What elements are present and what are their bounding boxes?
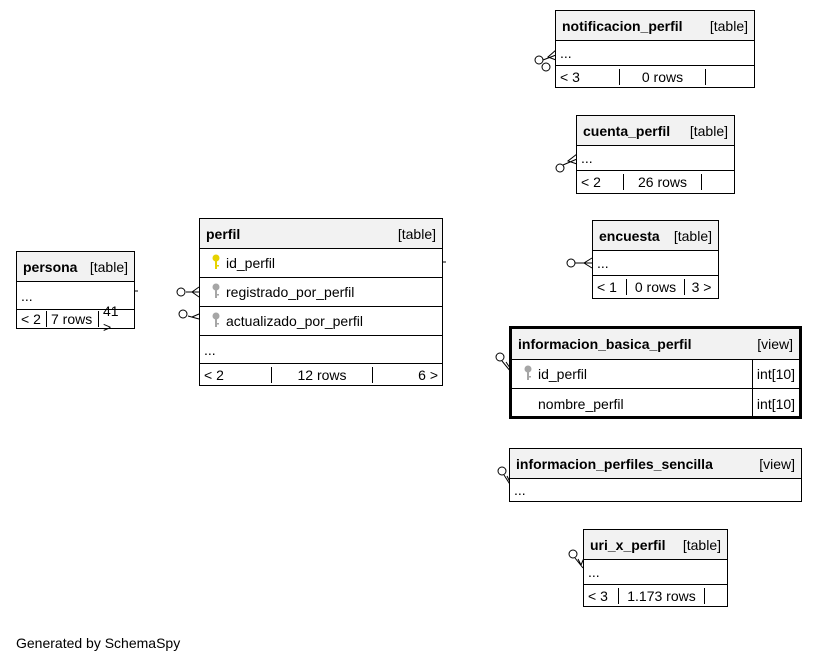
primary-key-icon [206,254,226,273]
table-name: informacion_basica_perfil [518,336,692,352]
column-placeholder: ... [597,255,609,271]
table-kind: [table] [673,227,712,244]
table-uri-x-perfil[interactable]: uri_x_perfil [table] ... < 3 1.173 rows [583,529,728,607]
table-kind: [table] [682,536,721,553]
row-count: 26 rows [624,174,702,190]
parents-link[interactable]: < 2 [17,311,47,327]
row-count: 7 rows [47,311,99,327]
table-cuenta-perfil[interactable]: cuenta_perfil [table] ... < 2 26 rows [576,115,735,194]
table-encuesta[interactable]: encuesta [table] ... < 1 0 rows 3 > [592,220,719,299]
parents-link[interactable]: < 3 [556,68,620,85]
table-notificacion-perfil[interactable]: notificacion_perfil [table] ... < 3 0 ro… [555,10,755,88]
column-name: registrado_por_perfil [226,284,355,300]
column-type: int[10] [756,395,796,412]
column-placeholder: ... [204,341,216,358]
children-link[interactable]: 3 > [691,279,712,295]
table-name: persona [23,258,78,275]
table-kind: [table] [689,122,728,139]
column-name: actualizado_por_perfil [226,313,363,329]
column-placeholder: ... [560,45,572,61]
column-placeholder: ... [581,150,593,166]
children-link[interactable]: 41 > [103,303,119,335]
column-name: nombre_perfil [538,395,624,412]
parents-link[interactable]: < 2 [577,174,624,190]
parents-link[interactable]: < 1 [593,279,627,295]
table-kind: [view] [759,455,795,472]
table-perfil[interactable]: perfil [table] id_perfil registrado_por_… [199,218,443,386]
children-link[interactable]: 6 > [418,366,438,383]
row-count: 12 rows [272,366,373,383]
column-placeholder: ... [21,287,33,304]
parents-link[interactable]: < 2 [200,366,272,383]
column-placeholder: ... [514,482,526,498]
foreign-key-icon [206,283,226,302]
column-placeholder: ... [588,564,600,580]
column-name: id_perfil [538,366,588,382]
table-kind: [table] [89,258,128,275]
table-name: cuenta_perfil [583,122,671,139]
view-informacion-basica-perfil[interactable]: informacion_basica_perfil [view] id_perf… [509,326,802,419]
table-name: perfil [206,225,241,242]
foreign-key-icon [518,365,538,384]
table-kind: [table] [709,17,748,34]
foreign-key-icon [206,312,226,331]
view-informacion-perfiles-sencilla[interactable]: informacion_perfiles_sencilla [view] ... [509,448,802,502]
table-kind: [view] [757,336,793,352]
column-name: id_perfil [226,255,276,271]
table-name: notificacion_perfil [562,17,683,34]
table-kind: [table] [397,225,436,242]
table-name: uri_x_perfil [590,536,666,553]
table-name: informacion_perfiles_sencilla [516,455,713,472]
row-count: 1.173 rows [619,587,705,604]
table-persona[interactable]: persona [table] ... < 2 7 rows 41 > [16,251,135,335]
generated-by-footer: Generated by SchemaSpy [16,635,181,651]
parents-link[interactable]: < 3 [584,587,619,604]
column-type: int[10] [756,366,796,382]
row-count: 0 rows [627,279,685,295]
row-count: 0 rows [620,68,706,85]
table-name: encuesta [599,227,660,244]
